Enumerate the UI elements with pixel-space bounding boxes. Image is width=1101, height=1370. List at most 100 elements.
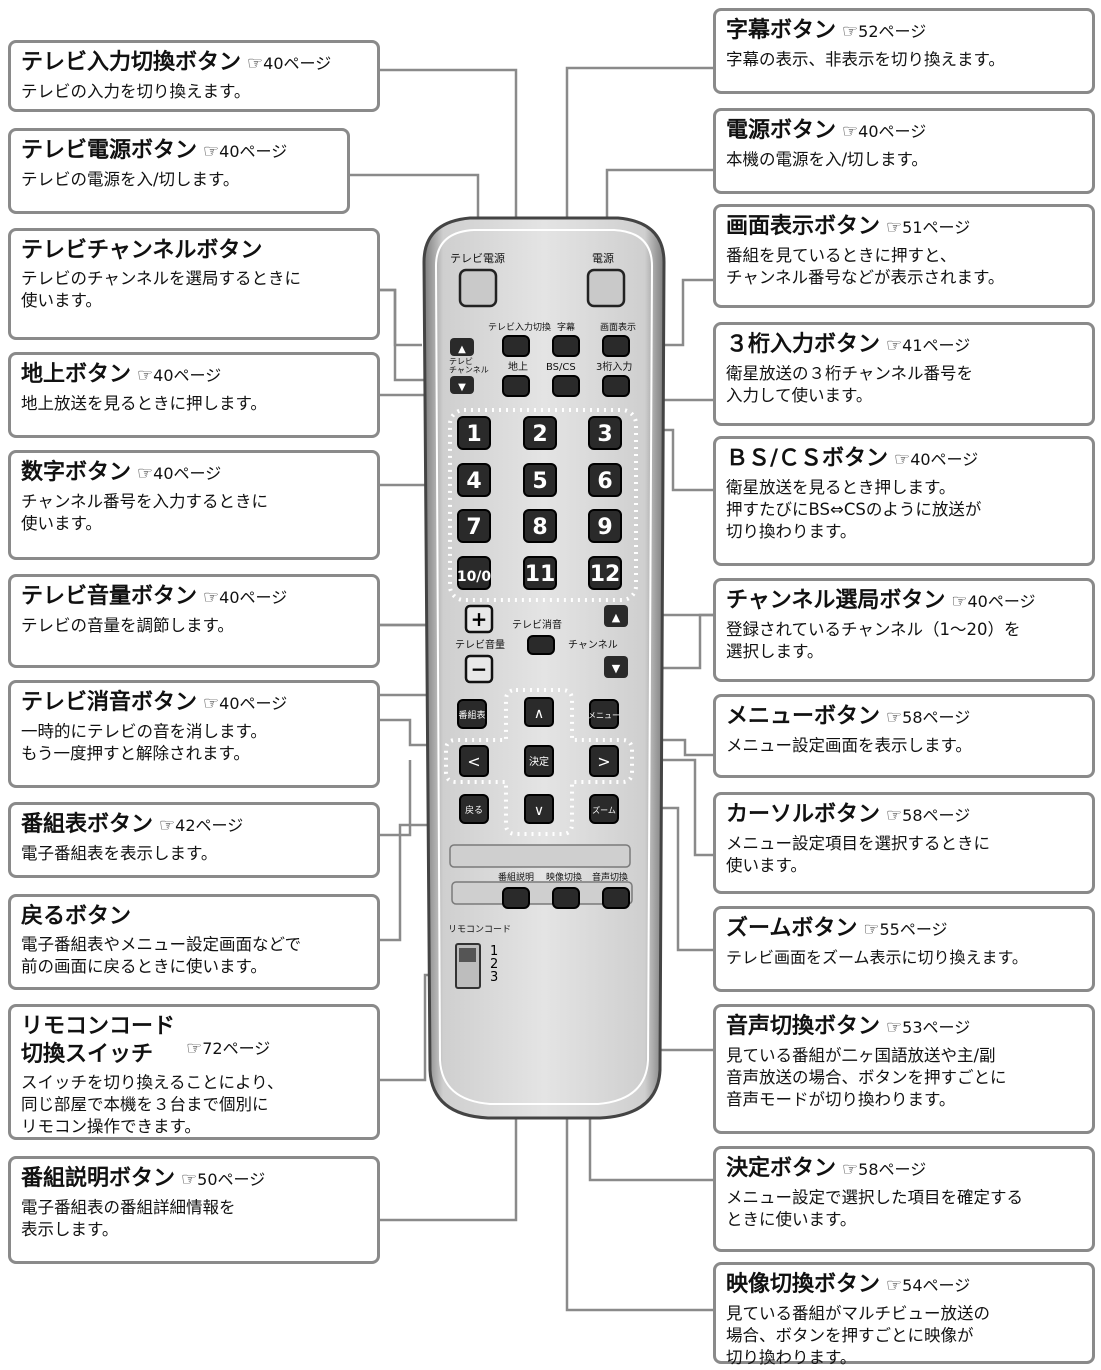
tv-power-button[interactable] — [458, 268, 498, 308]
tv-volume-down-button[interactable] — [464, 654, 494, 684]
callout-desc: テレビの電源を入/切します。 — [21, 170, 240, 189]
tv-input-label: テレビ入力切換 — [488, 321, 551, 333]
callout-tv-input: テレビ入力切換ボタン☞40ページ テレビの入力を切り換えます。 — [8, 40, 380, 112]
tv-mute-button[interactable] — [527, 635, 555, 655]
callout-three-digit: ３桁入力ボタン☞41ページ 衛星放送の３桁チャンネル番号を 入力して使います。 — [713, 322, 1095, 426]
page-ref-text: 40ページ — [153, 464, 222, 483]
info-button[interactable] — [502, 887, 530, 909]
page-ref-text: 41ページ — [902, 336, 971, 355]
display-button[interactable] — [602, 335, 630, 357]
tv-input-button[interactable] — [502, 335, 530, 357]
plus-icon: + — [471, 607, 488, 631]
epg-button[interactable] — [457, 699, 487, 729]
callout-desc: メニュー設定で選択した項目を確定する ときに使います。 — [726, 1188, 1023, 1229]
caret-left-icon: < — [467, 752, 480, 771]
enter-label: 決定 — [529, 755, 549, 768]
cursor-down-button[interactable] — [524, 794, 554, 824]
three-digit-button[interactable] — [602, 375, 630, 397]
bscs-button[interactable] — [552, 375, 580, 397]
callout-desc: スイッチを切り換えることにより、 同じ部屋で本機を３台まで個別に リモコン操作で… — [21, 1073, 284, 1136]
callout-desc: テレビのチャンネルを選局するときに 使います。 — [21, 269, 302, 310]
number-button[interactable] — [588, 463, 622, 497]
number-button[interactable] — [523, 463, 557, 497]
number-button-label: 1 — [466, 422, 481, 447]
channel-down-button[interactable] — [604, 656, 628, 678]
video-button[interactable] — [552, 887, 580, 909]
enter-button[interactable] — [524, 745, 554, 777]
chijo-button[interactable] — [502, 375, 530, 397]
number-button[interactable] — [523, 416, 557, 450]
pointing-hand-icon: ☞ — [203, 141, 220, 162]
number-button[interactable] — [588, 509, 622, 543]
page-ref-text: 40ページ — [910, 450, 979, 469]
number-button[interactable] — [523, 556, 557, 590]
pointing-hand-icon: ☞ — [137, 365, 154, 386]
subtitle-button[interactable] — [552, 335, 580, 357]
pointing-hand-icon: ☞ — [186, 1038, 203, 1059]
tv-volume-up-button[interactable] — [464, 604, 494, 634]
number-button-label: 5 — [532, 469, 547, 494]
callout-desc: 番組を見ているときに押すと、 チャンネル番号などが表示されます。 — [726, 246, 1005, 287]
audio-button[interactable] — [602, 887, 630, 909]
callout-subtitle: 字幕ボタン☞52ページ 字幕の表示、非表示を切り換えます。 — [713, 8, 1095, 94]
number-button[interactable] — [457, 556, 491, 590]
page-ref: ☞40ページ — [203, 141, 287, 162]
page-ref: ☞50ページ — [181, 1169, 265, 1190]
pointing-hand-icon: ☞ — [842, 1159, 859, 1180]
zoom-button[interactable] — [589, 794, 619, 824]
channel-up-icon: ▲ — [612, 611, 621, 624]
power-label: 電源 — [592, 251, 614, 265]
page-ref: ☞54ページ — [886, 1275, 970, 1296]
tv-power-label: テレビ電源 — [450, 251, 505, 265]
tv-channel-label: テレビチャンネル — [449, 357, 489, 374]
tv-volume-label: テレビ音量 — [455, 638, 505, 651]
number-button[interactable] — [457, 463, 491, 497]
pointing-hand-icon: ☞ — [137, 463, 154, 484]
page-ref-text: 55ページ — [879, 920, 948, 939]
number-button[interactable] — [523, 509, 557, 543]
pointing-hand-icon: ☞ — [886, 707, 903, 728]
cursor-right-button[interactable] — [589, 745, 619, 777]
callout-desc: 衛星放送の３桁チャンネル番号を 入力して使います。 — [726, 364, 974, 405]
callout-remote-code: リモコンコード 切換スイッチ ☞72ページ スイッチを切り換えることにより、 同… — [8, 1004, 380, 1140]
channel-up-button[interactable] — [604, 605, 628, 627]
callout-display: 画面表示ボタン☞51ページ 番組を見ているときに押すと、 チャンネル番号などが表… — [713, 204, 1095, 308]
callout-title: テレビ消音ボタン — [21, 690, 198, 715]
pointing-hand-icon: ☞ — [159, 815, 176, 836]
callout-title: 音声切換ボタン — [726, 1014, 881, 1039]
epg-label: 番組表 — [458, 709, 485, 721]
callout-epg: 番組表ボタン☞42ページ 電子番組表を表示します。 — [8, 802, 380, 878]
code-position-2: 2 — [490, 957, 498, 972]
power-button[interactable] — [586, 268, 626, 308]
callout-desc: チャンネル番号を入力するときに 使います。 — [21, 492, 269, 533]
callout-title: 番組表ボタン — [21, 812, 154, 837]
page-ref-text: 40ページ — [219, 694, 288, 713]
cursor-frame — [444, 688, 634, 836]
tv-channel-up-button[interactable] — [450, 338, 474, 356]
back-button[interactable] — [459, 794, 489, 824]
callout-audio: 音声切換ボタン☞53ページ 見ている番組が二ヶ国語放送や主/副 音声放送の場合、… — [713, 1004, 1095, 1134]
channel-down-icon: ▼ — [612, 662, 621, 675]
callout-title: テレビ入力切換ボタン — [21, 50, 242, 75]
callout-title: ＢＳ/ＣＳボタン — [726, 446, 889, 471]
callout-desc: 登録されているチャンネル（1～20）を 選択します。 — [726, 620, 1021, 661]
callout-desc: テレビの音量を調節します。 — [21, 616, 234, 635]
page-ref-text: 40ページ — [967, 592, 1036, 611]
number-button[interactable] — [588, 556, 622, 590]
page-ref-text: 40ページ — [263, 54, 332, 73]
up-arrow-icon: ▲ — [458, 344, 466, 355]
callout-title: ズームボタン — [726, 916, 858, 941]
cursor-left-button[interactable] — [459, 745, 489, 777]
tv-channel-down-button[interactable] — [450, 376, 474, 394]
page-ref-text: 72ページ — [202, 1039, 271, 1058]
menu-button[interactable] — [589, 699, 619, 729]
number-button[interactable] — [457, 416, 491, 450]
number-button[interactable] — [457, 509, 491, 543]
down-arrow-icon: ▼ — [458, 382, 466, 393]
cursor-up-button[interactable] — [524, 697, 554, 727]
number-button[interactable] — [588, 416, 622, 450]
callout-title: ３桁入力ボタン — [726, 332, 881, 357]
page-ref-text: 53ページ — [902, 1018, 971, 1037]
number-button-label: 8 — [532, 515, 547, 540]
